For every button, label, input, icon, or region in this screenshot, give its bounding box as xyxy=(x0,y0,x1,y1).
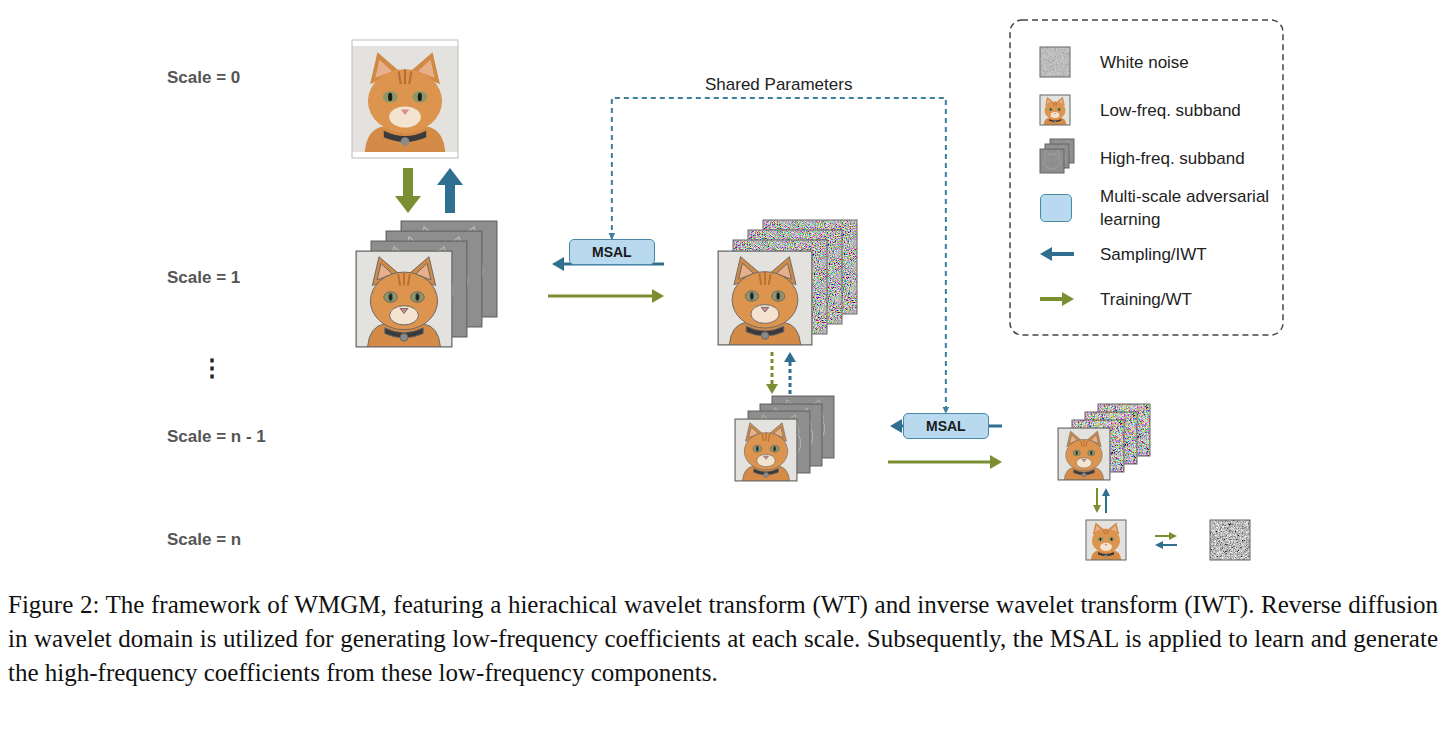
scale-label: Scale = n - 1 xyxy=(167,427,266,447)
legend-label: Low-freq. subband xyxy=(1100,99,1280,122)
sampling-arrow xyxy=(437,168,463,213)
training-arrow xyxy=(548,289,664,303)
node-text: MSAL xyxy=(592,244,632,260)
legend-label: Multi-scale adversarial learning xyxy=(1100,185,1280,231)
msal-box: MSAL xyxy=(569,239,655,265)
coarsest-subband xyxy=(1086,520,1126,560)
scale-label: Scale = n xyxy=(167,530,241,550)
white-noise xyxy=(1210,520,1250,560)
scale-label: Scale = 0 xyxy=(167,68,240,88)
subband-stack xyxy=(356,221,497,347)
msal-box: MSAL xyxy=(903,413,989,439)
shared-parameter-link xyxy=(612,98,946,413)
training-arrow xyxy=(1093,488,1101,513)
legend-label: Training/WT xyxy=(1100,288,1280,311)
input-image xyxy=(352,40,458,158)
legend-white-noise-sample xyxy=(1040,47,1070,77)
noisy-subband-stack xyxy=(1058,404,1150,480)
legend-frame xyxy=(1010,20,1283,335)
legend-swatch xyxy=(1040,194,1072,222)
subband-stack xyxy=(735,396,834,481)
sampling-arrow xyxy=(1102,488,1110,513)
legend-label: Sampling/IWT xyxy=(1100,243,1280,266)
legend-low-freq-sample xyxy=(1040,95,1070,125)
legend-training-sample xyxy=(1040,292,1074,306)
ellipsis-mark: ⋮ xyxy=(200,354,224,382)
training-arrow xyxy=(395,168,421,213)
noisy-subband-stack xyxy=(718,220,857,345)
scale-label: Scale = 1 xyxy=(167,268,240,288)
figure-caption: Figure 2: The framework of WMGM, featuri… xyxy=(8,588,1438,690)
sampling-arrow xyxy=(1155,541,1177,549)
legend-label: White noise xyxy=(1100,51,1280,74)
sampling-arrow xyxy=(784,352,796,394)
node-text: MSAL xyxy=(926,418,966,434)
legend-label: High-freq. subband xyxy=(1100,147,1280,170)
training-arrow xyxy=(766,352,778,394)
training-arrow xyxy=(1155,532,1177,540)
training-arrow xyxy=(888,455,1002,469)
edge-label: Shared Parameters xyxy=(702,75,855,95)
legend-high-freq-sample xyxy=(1040,139,1074,173)
legend-sampling-sample xyxy=(1040,247,1074,261)
